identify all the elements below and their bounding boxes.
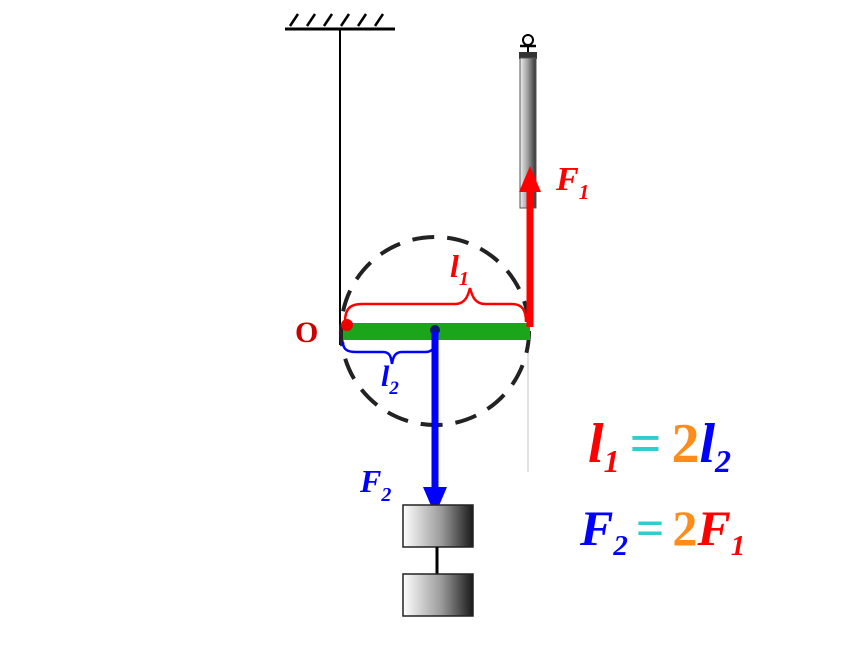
l2-label: l2 bbox=[381, 360, 399, 399]
equation-lever-arms: l1=2l2 bbox=[588, 413, 731, 479]
weight-top bbox=[402, 504, 474, 548]
force-f2-arrow bbox=[423, 332, 447, 515]
f1-label: F1 bbox=[555, 161, 589, 204]
l1-label: l1 bbox=[450, 248, 469, 290]
hanging-weights bbox=[402, 504, 474, 617]
l2-brace bbox=[341, 341, 437, 365]
l1-brace bbox=[343, 287, 528, 323]
ceiling-support bbox=[285, 13, 395, 31]
equation-forces: F2=2F1 bbox=[579, 500, 745, 562]
pivot-label: O bbox=[295, 316, 318, 349]
weight-bottom bbox=[402, 573, 474, 617]
pivot-point bbox=[341, 319, 353, 331]
force-f1-arrow bbox=[519, 166, 541, 327]
f2-label: F2 bbox=[359, 463, 391, 506]
